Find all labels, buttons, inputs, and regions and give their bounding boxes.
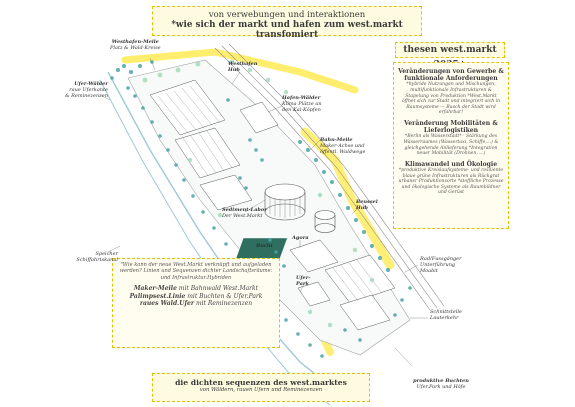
thesen-panel: Veränderungen von Gewerbe & funktionale … (393, 62, 509, 229)
thesen-heading-1: Veränderungen von Gewerbe & funktionale … (398, 68, 504, 83)
thesen-heading-3: Klimawandel und Ökologie (404, 160, 498, 168)
sequence-item: Maker-Meile mit Bahnwald West.Markt (133, 285, 259, 293)
sediment-lab-rotunda (264, 183, 336, 233)
bottom-subtitle: von Wäldern, rauen Ufern und Reminezenze… (199, 387, 323, 393)
label-bucht: Bucht (256, 243, 273, 249)
thesen-heading-2: Veränderung Mobilitäten & Lieferlogistik… (404, 119, 498, 135)
header-line-2: *wie sich der markt und hafen zum west.m… (171, 20, 403, 40)
label-ufer-park: Ufer-Park (296, 275, 311, 287)
railway (214, 43, 445, 311)
sequence-item: Palimpsest.Linie mit Buchten & Ufer.Park (129, 292, 263, 300)
header-box: von verwebungen und interaktionen *wie s… (152, 6, 422, 40)
thesen-title: thesen west.markt 2035+ (395, 42, 505, 70)
tree-clusters-light (142, 59, 375, 328)
sequence-item: raues Wald.Ufer mit Reminezenzen (139, 300, 253, 308)
bottom-title-box: die dichten sequenzen des west.marktes v… (152, 373, 370, 402)
thesen-body-1: *hybride Nutzungen und Mischungen, multi… (401, 82, 501, 116)
question-text: "Wie kann der neue West.Markt verknüpft … (119, 262, 273, 281)
question-panel: "Wie kann der neue West.Markt verknüpft … (112, 258, 280, 348)
thesen-body-2: *Berlin als Wasserstadt* - Stärkung des … (403, 134, 499, 157)
leader-lines (99, 57, 428, 367)
building-hatching (157, 85, 383, 302)
sequence-list: Maker-Meile mit Bahnwald West.Markt Pali… (117, 285, 275, 308)
header-line-1: von verwebungen und interaktionen (208, 10, 366, 20)
thesen-body-3: *produktive Kreislaufsysteme- und resili… (398, 167, 504, 196)
label-agora: Agora (292, 235, 309, 241)
bottom-title: die dichten sequenzen des west.marktes (175, 378, 347, 387)
